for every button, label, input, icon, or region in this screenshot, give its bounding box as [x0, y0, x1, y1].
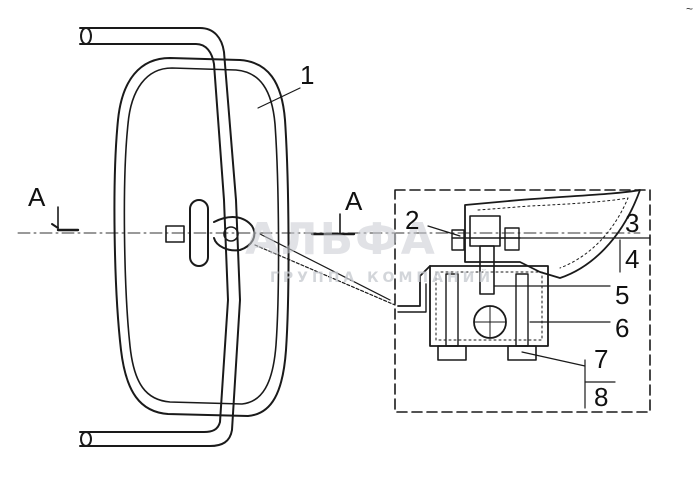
section-label-left: A	[28, 182, 46, 212]
callout-2: 2	[405, 205, 420, 235]
mirror-body	[113, 57, 290, 417]
callout-8: 8	[594, 382, 609, 412]
callout-7: 7	[594, 344, 609, 374]
watermark-caption: ГРУППА КОМПАНИЙ	[270, 270, 495, 286]
callout-6: 6	[615, 313, 630, 343]
corner-mark: ~	[686, 2, 694, 16]
callout-4: 4	[625, 244, 640, 274]
tube-bracket	[79, 27, 241, 447]
detail-leader	[254, 233, 396, 306]
detail-frame	[394, 189, 651, 413]
callout-1: 1	[300, 60, 315, 90]
callout-5: 5	[615, 280, 630, 310]
section-label-right: A	[345, 186, 363, 216]
mirror-mount	[165, 199, 256, 267]
section-marker-left	[51, 206, 80, 232]
watermark-logo: АЛЬФА	[245, 214, 437, 265]
section-marker-right	[310, 213, 356, 236]
callout-leaders	[257, 87, 651, 409]
callout-3: 3	[625, 208, 640, 238]
